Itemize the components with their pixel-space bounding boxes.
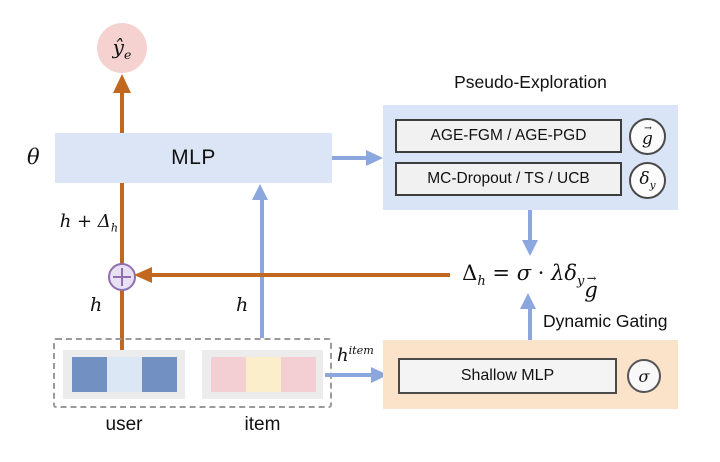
- user-bar-1: [72, 357, 107, 392]
- arrowhead-up-to-mlp-icon: [252, 184, 268, 200]
- edge-gating-to-equation: [528, 307, 532, 340]
- arrowhead-up-to-output-icon: [113, 74, 131, 93]
- edge-mlp-to-output: [120, 90, 124, 133]
- edge-pe-to-equation: [528, 210, 532, 241]
- delta-equation: Δh = σ · λδy→g: [462, 261, 598, 303]
- item-embedding-bars: [211, 357, 316, 392]
- g-vector-label: → g: [642, 122, 653, 149]
- edge-item-to-mlp: [260, 198, 264, 338]
- arrowhead-up-to-equation-icon: [520, 293, 536, 309]
- h-item-superscript-label: hitem: [337, 344, 374, 366]
- mlp-label: MLP: [171, 146, 216, 169]
- edge-mlp-to-pseudo-exploration: [332, 156, 367, 160]
- arrowhead-down-to-equation-icon: [522, 240, 538, 256]
- delta-y-label: δy: [639, 169, 656, 192]
- oplus-cross-vertical-icon: [121, 268, 123, 286]
- h-user-label: h: [90, 294, 103, 316]
- pseudo-exploration-title: Pseudo-Exploration: [454, 72, 607, 92]
- delta-y-output-circle: δy: [629, 162, 666, 199]
- theta-label: θ: [27, 145, 40, 169]
- user-bar-3: [142, 357, 177, 392]
- uncertainty-methods-label: MC-Dropout / TS / UCB: [427, 170, 590, 187]
- oplus-add-node: [108, 263, 136, 291]
- sigma-label: σ: [638, 366, 650, 386]
- user-bar-2: [107, 357, 142, 392]
- item-bar-2: [246, 357, 281, 392]
- age-methods-box: AGE-FGM / AGE-PGD: [395, 119, 622, 153]
- item-embedding: [202, 350, 323, 399]
- h-item-label: h: [236, 294, 249, 316]
- h-plus-delta-label: h + Δh: [59, 211, 118, 235]
- item-bar-3: [281, 357, 316, 392]
- arrowhead-right-to-pe-icon: [366, 150, 383, 166]
- output-label: ŷe: [112, 34, 132, 62]
- arrowhead-left-to-oplus-icon: [134, 267, 152, 283]
- gradient-output-circle: → g: [629, 118, 666, 155]
- dynamic-gating-box: Shallow MLP σ: [383, 340, 678, 409]
- shallow-mlp-label: Shallow MLP: [460, 367, 555, 384]
- dynamic-gating-title: Dynamic Gating: [543, 311, 668, 331]
- user-embedding: [63, 350, 185, 399]
- shallow-mlp-box: Shallow MLP: [398, 358, 617, 394]
- output-node: ŷe: [97, 23, 147, 73]
- mlp-box: MLP: [55, 133, 332, 183]
- user-embedding-bars: [72, 357, 177, 392]
- pseudo-exploration-box: AGE-FGM / AGE-PGD MC-Dropout / TS / UCB …: [383, 105, 678, 210]
- sigma-output-circle: σ: [627, 359, 661, 393]
- edge-item-to-gating: [325, 373, 372, 377]
- age-methods-label: AGE-FGM / AGE-PGD: [430, 127, 587, 144]
- item-label: item: [244, 414, 281, 435]
- item-bar-1: [211, 357, 246, 392]
- user-label: user: [105, 414, 143, 435]
- g-vector-in-equation: →g: [584, 271, 598, 303]
- edge-equation-to-oplus: [150, 273, 450, 277]
- uncertainty-methods-box: MC-Dropout / TS / UCB: [395, 162, 622, 196]
